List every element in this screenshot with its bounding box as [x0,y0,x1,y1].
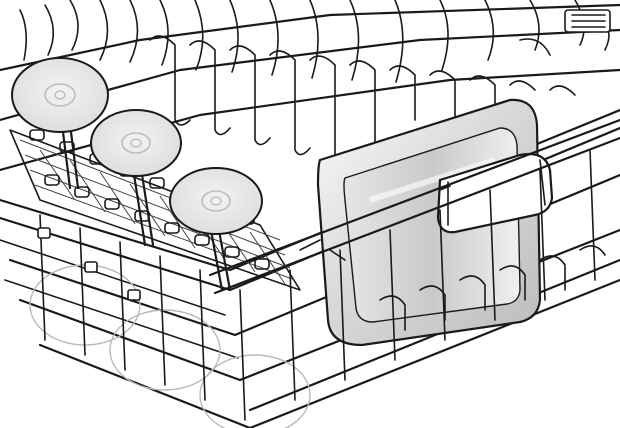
dish-clip [436,152,554,234]
front-rails [208,118,620,295]
wine-glass [11,57,263,292]
tine-row [149,35,576,161]
top-right-hardware [519,9,611,56]
rack-clip [37,227,141,301]
rear-tines [19,0,610,83]
lower-tines [379,245,606,331]
front-wires [39,149,596,421]
